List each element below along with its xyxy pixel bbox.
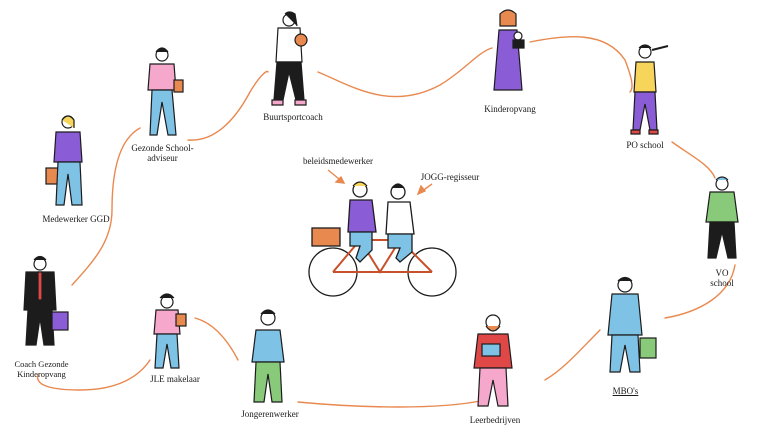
label-mbos: MBO's xyxy=(612,386,639,396)
label-medewerker-ggd: Medewerker GGD xyxy=(42,214,110,224)
label-kinderopvang: Kinderopvang xyxy=(484,104,536,114)
medewerker-ggd-figure xyxy=(45,115,83,206)
buurtsportcoach-figure xyxy=(271,11,308,106)
label-jle-makelaar: JLE makelaar xyxy=(150,374,200,384)
label-coach-gezonde-kinderopvang: Coach Gezonde Kinderopvang xyxy=(14,359,69,379)
label-jongerenwerker: Jongerenwerker xyxy=(241,409,299,419)
label-beleidsmedewerker: beleidsmedewerker xyxy=(303,156,373,166)
label-vo-school: VO school xyxy=(710,268,734,289)
po-school-figure xyxy=(630,44,669,135)
vo-school-figure xyxy=(705,176,739,259)
annotation-arrows xyxy=(327,169,433,196)
label-po-school: PO school xyxy=(626,140,664,150)
jongerenwerker-figure xyxy=(251,309,285,403)
leerbedrijven-figure xyxy=(473,314,513,407)
label-gezonde-school-adviseur: Gezonde School- adviseur xyxy=(131,143,194,164)
kinderopvang-figure xyxy=(493,9,525,91)
tandem-bicycle xyxy=(308,181,457,297)
connection-path xyxy=(37,36,736,408)
label-buurtsportcoach: Buurtsportcoach xyxy=(263,112,323,122)
label-jogg-regisseur: JOGG-regisseur xyxy=(420,172,480,182)
gezonde-school-adviseur-figure xyxy=(147,47,184,136)
label-leerbedrijven: Leerbedrijven xyxy=(469,415,521,425)
mbos-figure xyxy=(607,276,657,373)
coach-gezonde-kinderopvang-figure xyxy=(23,255,69,346)
jle-makelaar-figure xyxy=(153,293,187,369)
